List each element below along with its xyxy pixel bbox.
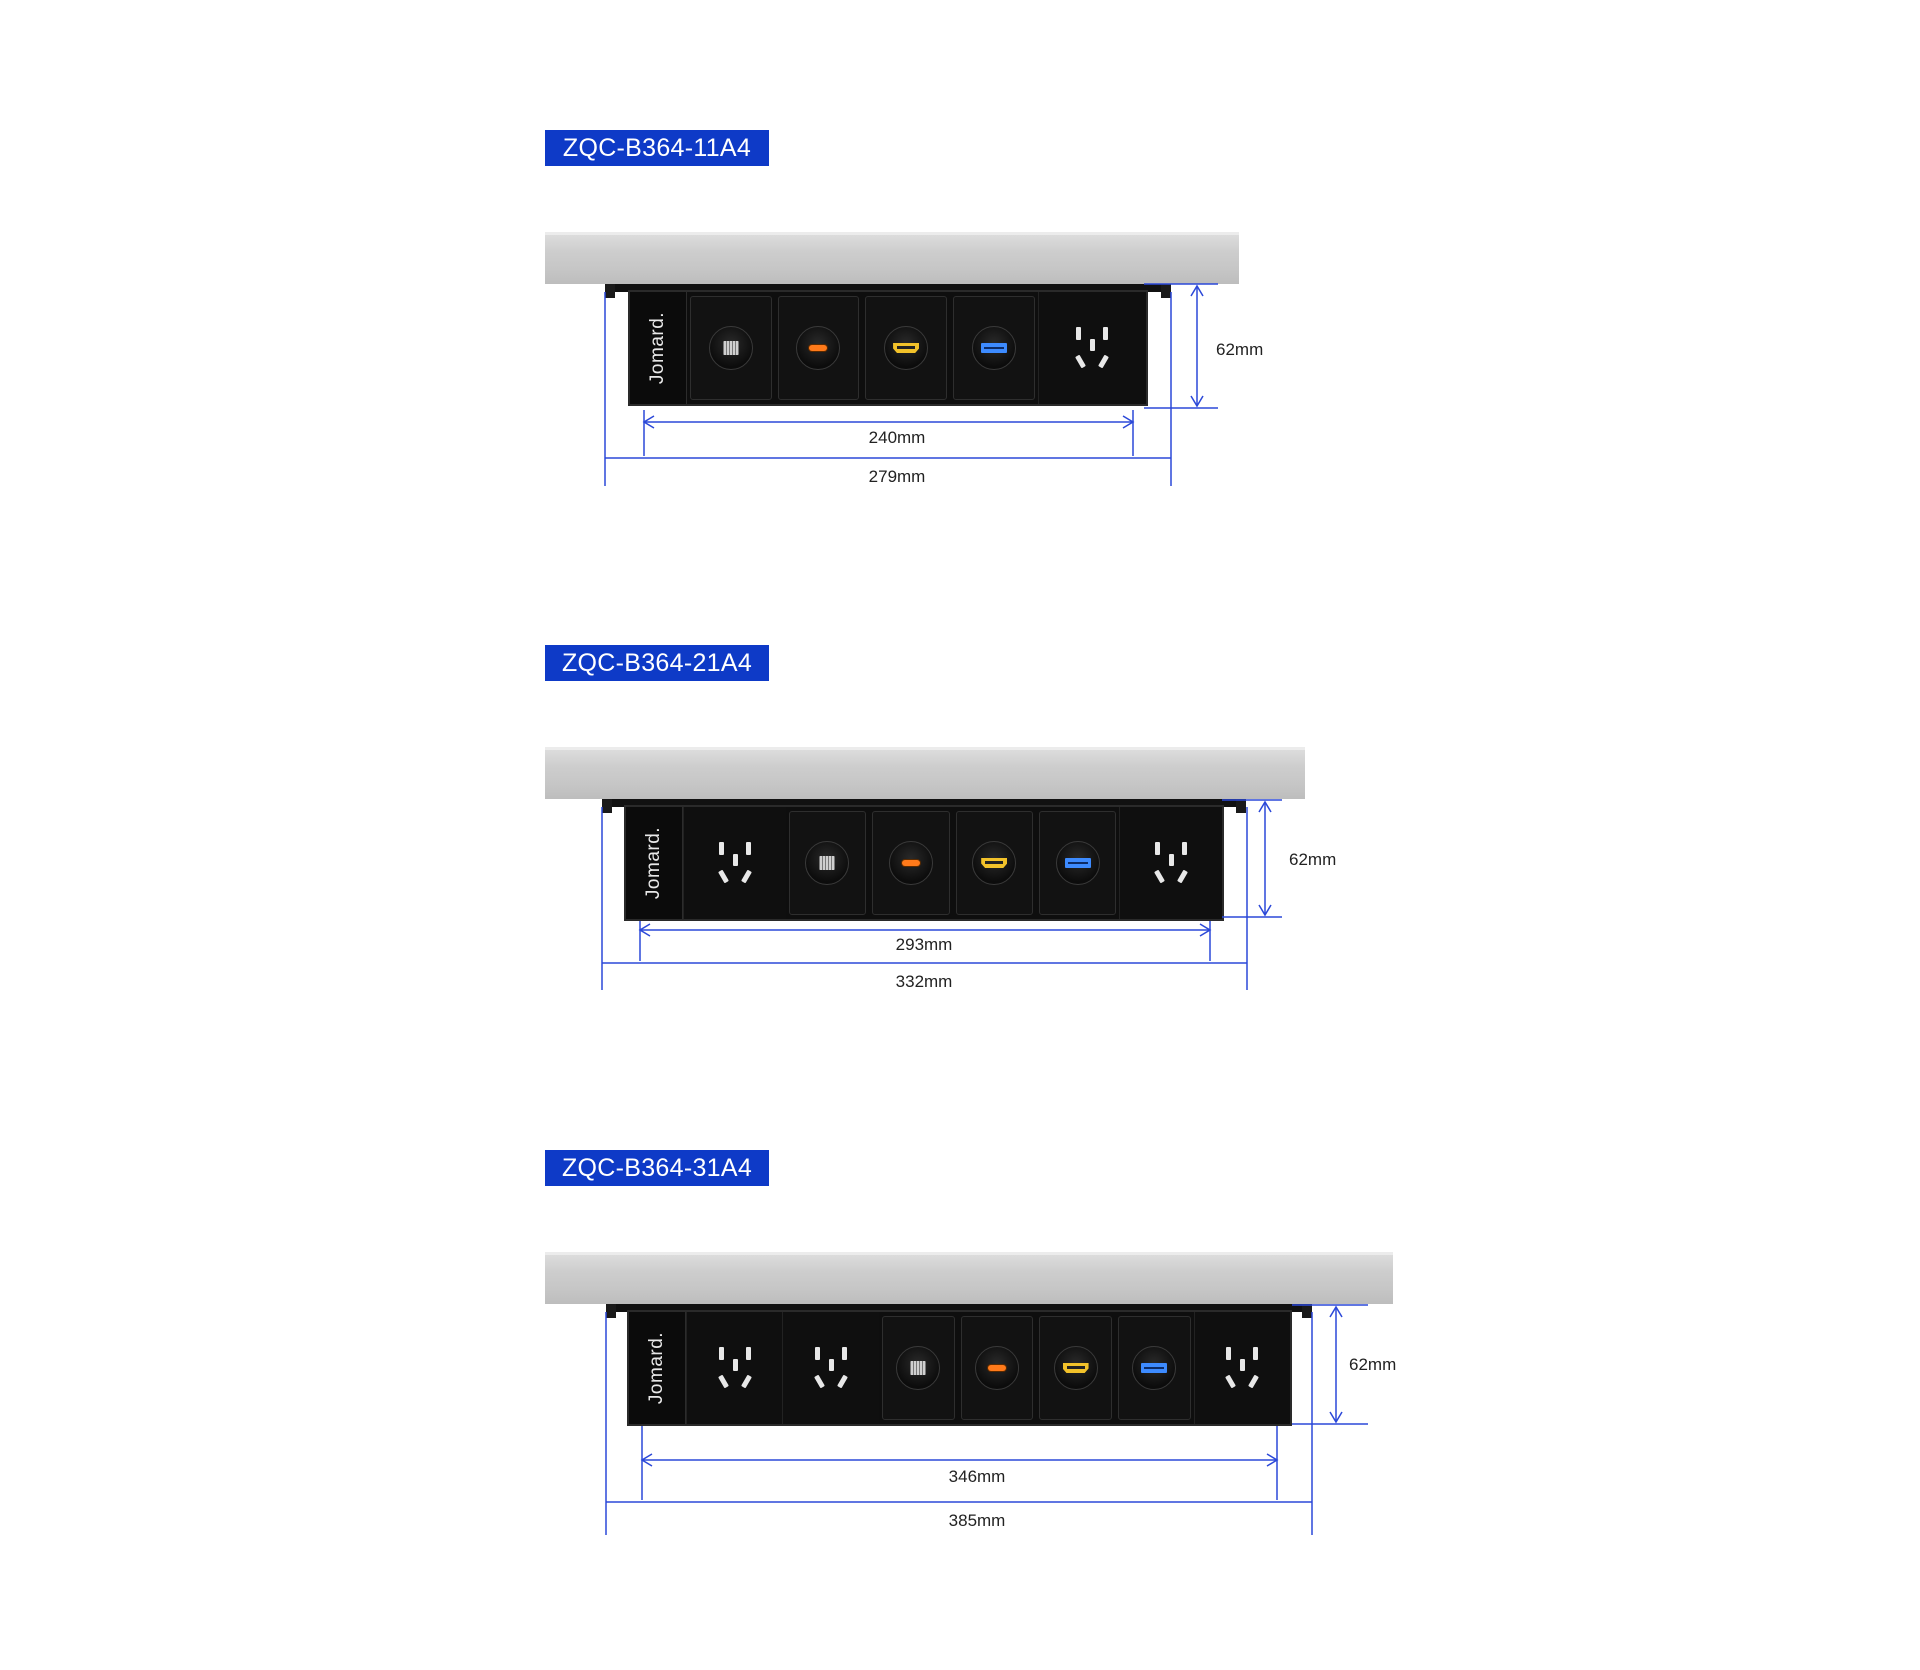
hdmi-port-module[interactable]	[1039, 1316, 1112, 1420]
brand-panel: Jomard.	[630, 292, 687, 404]
rj45-port-module[interactable]	[881, 1316, 955, 1420]
usb-c-port-module[interactable]	[777, 296, 860, 400]
power-outlet-module[interactable]	[683, 807, 786, 919]
dimension-lines	[601, 799, 1282, 990]
outer-width-label: 332mm	[895, 972, 953, 991]
desk-top	[545, 1252, 1393, 1304]
model-tag: ZQC-B364-21A4	[545, 645, 769, 681]
hdmi-port-module[interactable]	[865, 296, 947, 400]
model-tag: ZQC-B364-31A4	[545, 1150, 769, 1186]
inner-width-label: 293mm	[895, 935, 953, 954]
power-outlet-module[interactable]	[1193, 1312, 1291, 1424]
outer-width-label: 385mm	[948, 1511, 1006, 1530]
power-socket-icon	[1149, 840, 1193, 886]
power-outlet-module[interactable]	[782, 1312, 879, 1424]
usb-c-port-module[interactable]	[960, 1316, 1034, 1420]
power-socket-icon	[1220, 1345, 1264, 1391]
usb-c-icon	[987, 1365, 1006, 1371]
port-bezel	[888, 841, 933, 885]
power-socket-icon	[1070, 325, 1114, 371]
usb-a-port-module[interactable]	[1117, 1316, 1191, 1420]
mounting-bracket	[606, 1304, 1312, 1318]
usb-c-icon	[809, 345, 828, 351]
usb-a-port-module[interactable]	[1038, 811, 1117, 915]
usb-a-port-module[interactable]	[952, 296, 1035, 400]
rj45-icon	[910, 1361, 927, 1375]
hdmi-icon	[981, 858, 1008, 868]
height-label: 62mm	[1216, 340, 1264, 359]
usb-a-icon	[980, 343, 1007, 353]
rj45-port-module[interactable]	[788, 811, 867, 915]
power-socket-icon	[713, 1345, 757, 1391]
power-socket-icon	[713, 840, 757, 886]
power-strip: Jomard.	[627, 1310, 1292, 1426]
mounting-bracket	[602, 799, 1246, 813]
power-outlet-module[interactable]	[1037, 292, 1146, 404]
usb-a-icon	[1064, 858, 1091, 868]
inner-width-label: 240mm	[868, 428, 926, 447]
rj45-icon	[722, 341, 739, 355]
power-outlet-module[interactable]	[1119, 807, 1222, 919]
rj45-port-module[interactable]	[690, 296, 772, 400]
hdmi-icon	[1062, 1363, 1089, 1373]
height-label: 62mm	[1289, 850, 1337, 869]
power-strip: Jomard.	[628, 290, 1148, 406]
power-outlet-module[interactable]	[686, 1312, 783, 1424]
brand-panel: Jomard.	[629, 1312, 686, 1424]
dimension-lines	[605, 1304, 1368, 1535]
usb-a-icon	[1141, 1363, 1168, 1373]
usb-c-icon	[901, 860, 920, 866]
outer-width-label: 279mm	[868, 467, 926, 486]
power-strip: Jomard.	[624, 805, 1224, 921]
product-section-1: ZQC-B364-11A4 Jomard. 240mm 279mm 62mm	[0, 130, 1920, 650]
brand-panel: Jomard.	[626, 807, 683, 919]
desk-top	[545, 747, 1305, 799]
power-socket-icon	[809, 1345, 853, 1391]
mounting-bracket	[605, 284, 1171, 298]
product-section-2: ZQC-B364-21A4 Jomard. 293mm 332mm 62mm	[0, 645, 1920, 1165]
desk-top	[545, 232, 1239, 284]
usb-c-port-module[interactable]	[872, 811, 950, 915]
rj45-icon	[819, 856, 836, 870]
inner-width-label: 346mm	[948, 1467, 1006, 1486]
hdmi-icon	[893, 343, 920, 353]
height-label: 62mm	[1349, 1355, 1397, 1374]
dimension-lines	[604, 283, 1218, 486]
product-section-3: ZQC-B364-31A4 Jomard. 346mm 385mm 62mm	[0, 1150, 1920, 1670]
hdmi-port-module[interactable]	[955, 811, 1033, 915]
model-tag: ZQC-B364-11A4	[545, 130, 769, 166]
